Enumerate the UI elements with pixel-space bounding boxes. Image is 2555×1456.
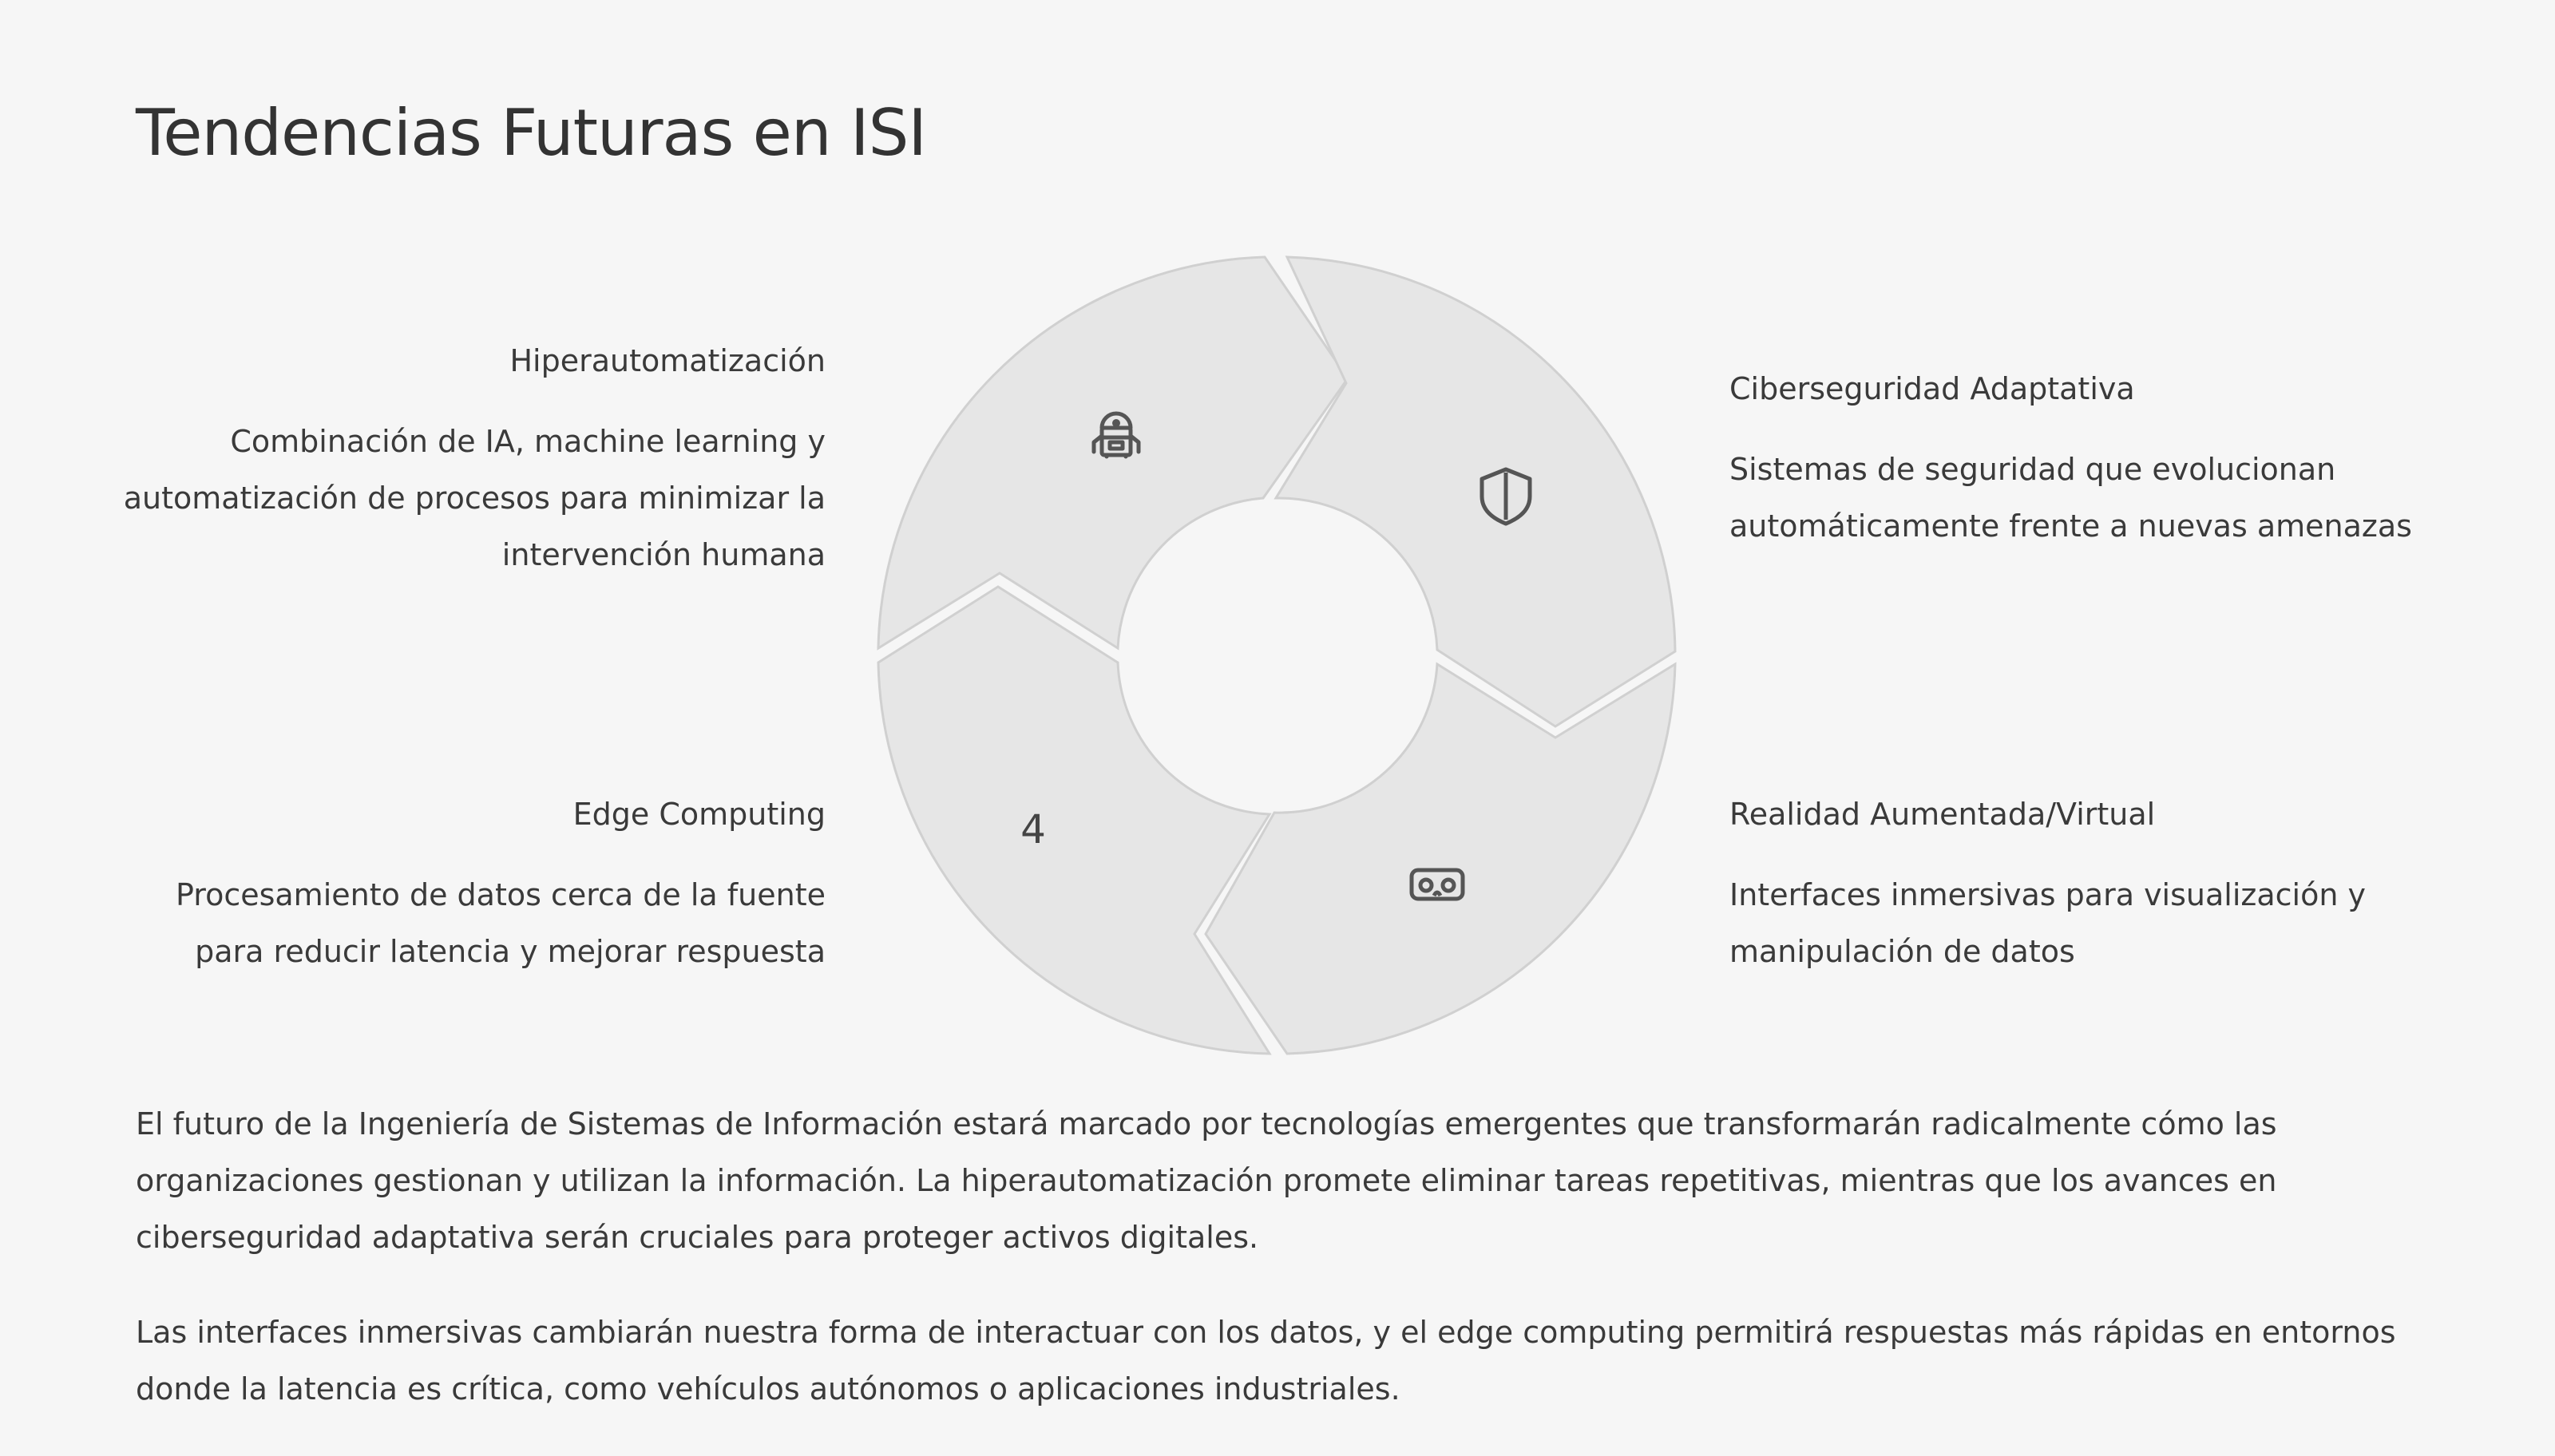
robot-icon (1091, 411, 1141, 459)
body-text: El futuro de la Ingeniería de Sistemas d… (136, 1096, 2427, 1456)
label-realidad: Realidad Aumentada/Virtual Interfaces in… (1729, 795, 2432, 980)
label-hiperautomatizacion: Hiperautomatización Combinación de IA, m… (123, 342, 826, 584)
segment-description: Sistemas de seguridad que evolucionan au… (1729, 452, 2412, 544)
label-edge: Edge Computing Procesamiento de datos ce… (123, 795, 826, 980)
vr-goggles-icon (1409, 868, 1465, 901)
shield-icon (1480, 467, 1532, 526)
segment-ciberseguridad (1274, 255, 1677, 728)
segment-description: Interfaces inmersivas para visualización… (1729, 877, 2366, 969)
segment-title: Edge Computing (572, 797, 826, 832)
segment-description: Combinación de IA, machine learning y au… (123, 424, 826, 572)
segment-title: Ciberseguridad Adaptativa (1729, 371, 2135, 406)
paragraph: El futuro de la Ingeniería de Sistemas d… (136, 1106, 2277, 1255)
segment-hiperautomatizacion (877, 255, 1349, 651)
segment-edge (877, 585, 1272, 1055)
segment-description: Procesamiento de datos cerca de la fuent… (176, 877, 826, 969)
segment-title: Realidad Aumentada/Virtual (1729, 797, 2156, 832)
segment-title: Hiperautomatización (509, 343, 826, 378)
paragraph: Las interfaces inmersivas cambiarán nues… (136, 1315, 2396, 1407)
label-ciberseguridad: Ciberseguridad Adaptativa Sistemas de se… (1729, 370, 2432, 555)
segment-realidad (1204, 662, 1677, 1055)
lightning-icon: 4 (1020, 806, 1046, 853)
page-title: Tendencias Futuras en ISI (136, 96, 927, 170)
